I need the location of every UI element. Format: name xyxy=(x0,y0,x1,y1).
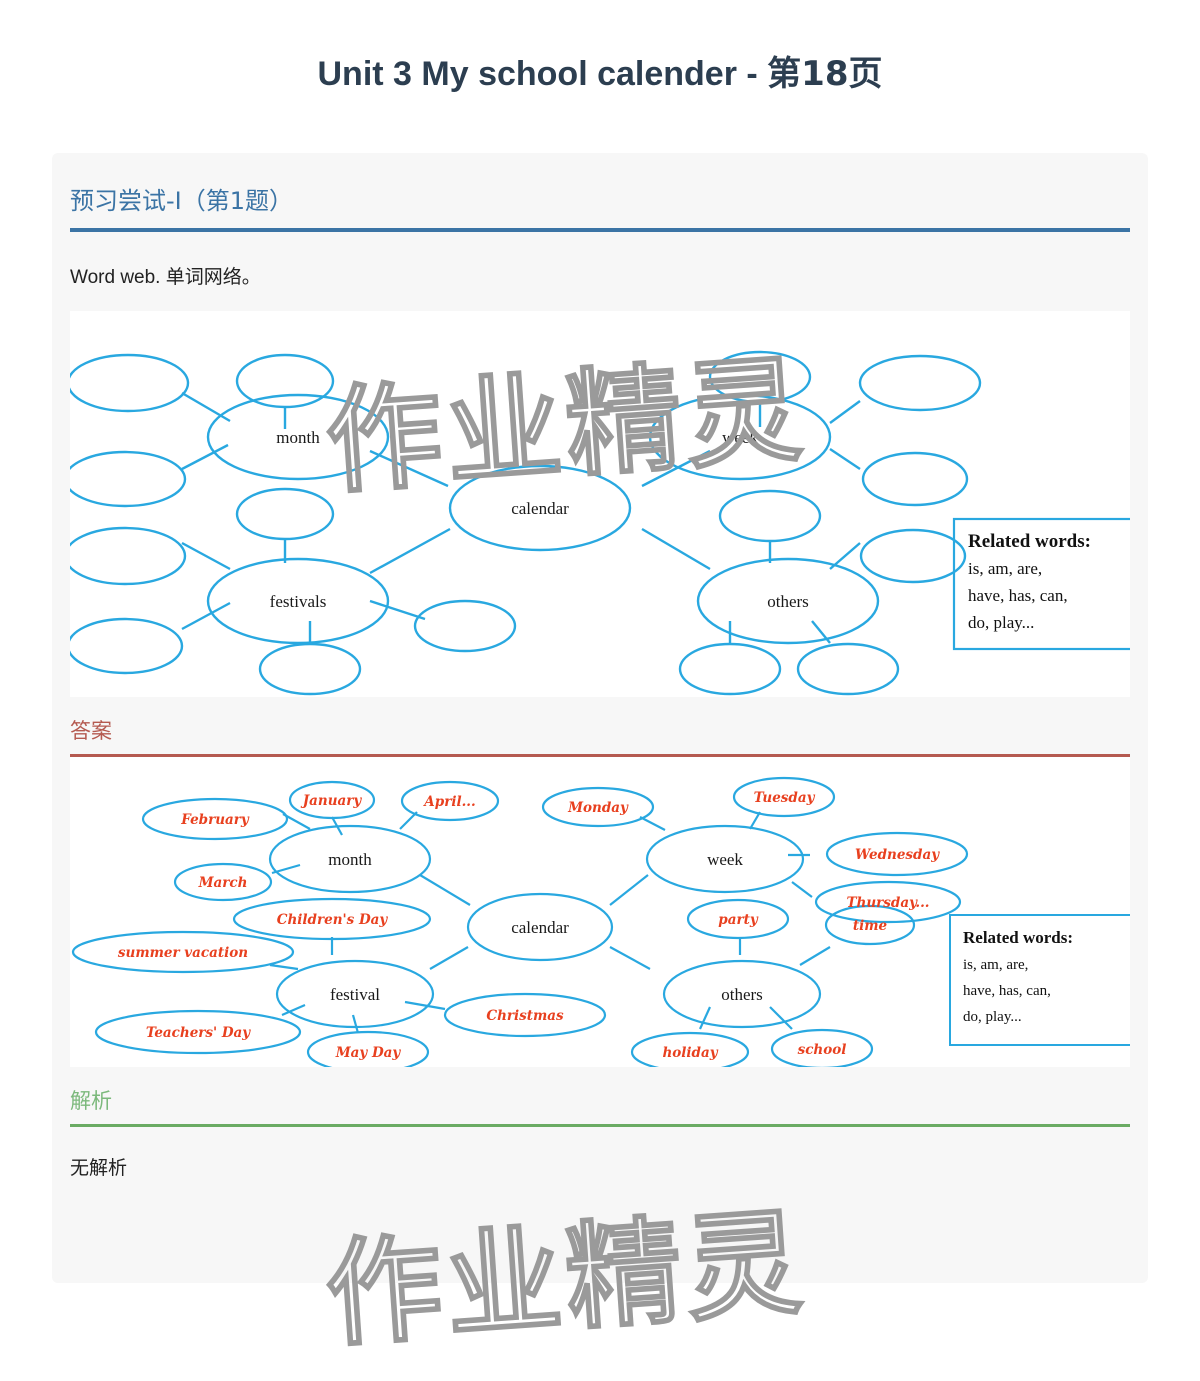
question-card: 预习尝试-Ⅰ（第1题） Word web. 单词网络。 xyxy=(52,153,1148,1283)
related-words-line-2: have, has, can, xyxy=(968,586,1068,605)
answer-node-festival: festival xyxy=(330,985,380,1004)
answer-leaf-christmas: Christmas xyxy=(486,1008,564,1024)
section-divider-blue xyxy=(70,227,1130,232)
analysis-heading: 解析 xyxy=(70,1088,112,1113)
answer-word-web-svg: month week festival others calendar Janu… xyxy=(71,776,1130,1067)
answer-leaf-holiday: holiday xyxy=(662,1045,718,1061)
answer-node-calendar: calendar xyxy=(511,918,569,937)
answer-related-words-line-2: have, has, can, xyxy=(963,983,1051,999)
answer-divider xyxy=(70,753,1130,757)
answer-related-words-line-1: is, am, are, xyxy=(963,957,1028,973)
answer-leaf-may-day: May Day xyxy=(335,1045,402,1061)
analysis-divider xyxy=(70,1124,1130,1128)
answer-leaf-childrens-day: Children's Day xyxy=(277,912,389,928)
answer-related-words-line-3: do, play... xyxy=(963,1009,1022,1025)
page-title-en: Unit 3 My school calender - xyxy=(317,55,768,93)
section-heading: 预习尝试-Ⅰ（第1题） xyxy=(70,187,294,215)
related-words-line-1: is, am, are, xyxy=(968,559,1042,578)
answer-leaf-january: January xyxy=(300,793,363,809)
blank-node-calendar: calendar xyxy=(511,499,569,518)
blank-word-web-figure: month week festivals others calendar Rel… xyxy=(70,310,1130,697)
related-words-box xyxy=(952,517,1130,650)
answer-word-web-figure: month week festival others calendar Janu… xyxy=(70,756,1130,1067)
answer-leaf-thursday: Thursday... xyxy=(847,895,930,911)
answer-related-words-title: Related words: xyxy=(963,928,1073,947)
answer-leaf-school: school xyxy=(798,1042,847,1058)
blank-node-others: others xyxy=(767,592,809,611)
answer-leaf-wednesday: Wednesday xyxy=(855,847,940,863)
question-text: Word web. 单词网络。 xyxy=(70,232,1130,311)
question-text-cn: 单词网络。 xyxy=(165,265,261,288)
answer-related-words-box xyxy=(949,913,1130,1046)
related-words-line-3: do, play... xyxy=(968,613,1034,632)
blank-node-week: week xyxy=(722,428,758,447)
analysis-text: 无解析 xyxy=(70,1157,128,1180)
answer-leaf-february: February xyxy=(180,812,250,828)
blank-word-web-svg: month week festivals others calendar Rel… xyxy=(70,350,1130,695)
answer-node-month: month xyxy=(328,850,372,869)
answer-leaf-teachers-day: Teachers' Day xyxy=(146,1025,251,1041)
blank-node-festivals: festivals xyxy=(270,592,327,611)
answer-leaf-march: March xyxy=(198,875,248,891)
answer-leaf-april: April... xyxy=(422,794,475,810)
page-title: Unit 3 My school calender - 第18页 xyxy=(0,0,1200,123)
answer-leaf-party: party xyxy=(718,912,759,928)
answer-node-others: others xyxy=(721,985,763,1004)
answer-leaf-summer-vacation: summer vacation xyxy=(118,945,248,961)
answer-leaf-time: time xyxy=(853,918,888,934)
question-text-en: Word web. xyxy=(70,266,166,288)
page-title-cn: 第18页 xyxy=(767,54,883,94)
answer-heading: 答案 xyxy=(70,718,112,743)
answer-leaf-tuesday: Tuesday xyxy=(754,790,816,806)
answer-leaf-monday: Monday xyxy=(567,800,629,816)
answer-node-week: week xyxy=(707,850,743,869)
blank-node-month: month xyxy=(276,428,320,447)
related-words-title: Related words: xyxy=(968,531,1091,552)
